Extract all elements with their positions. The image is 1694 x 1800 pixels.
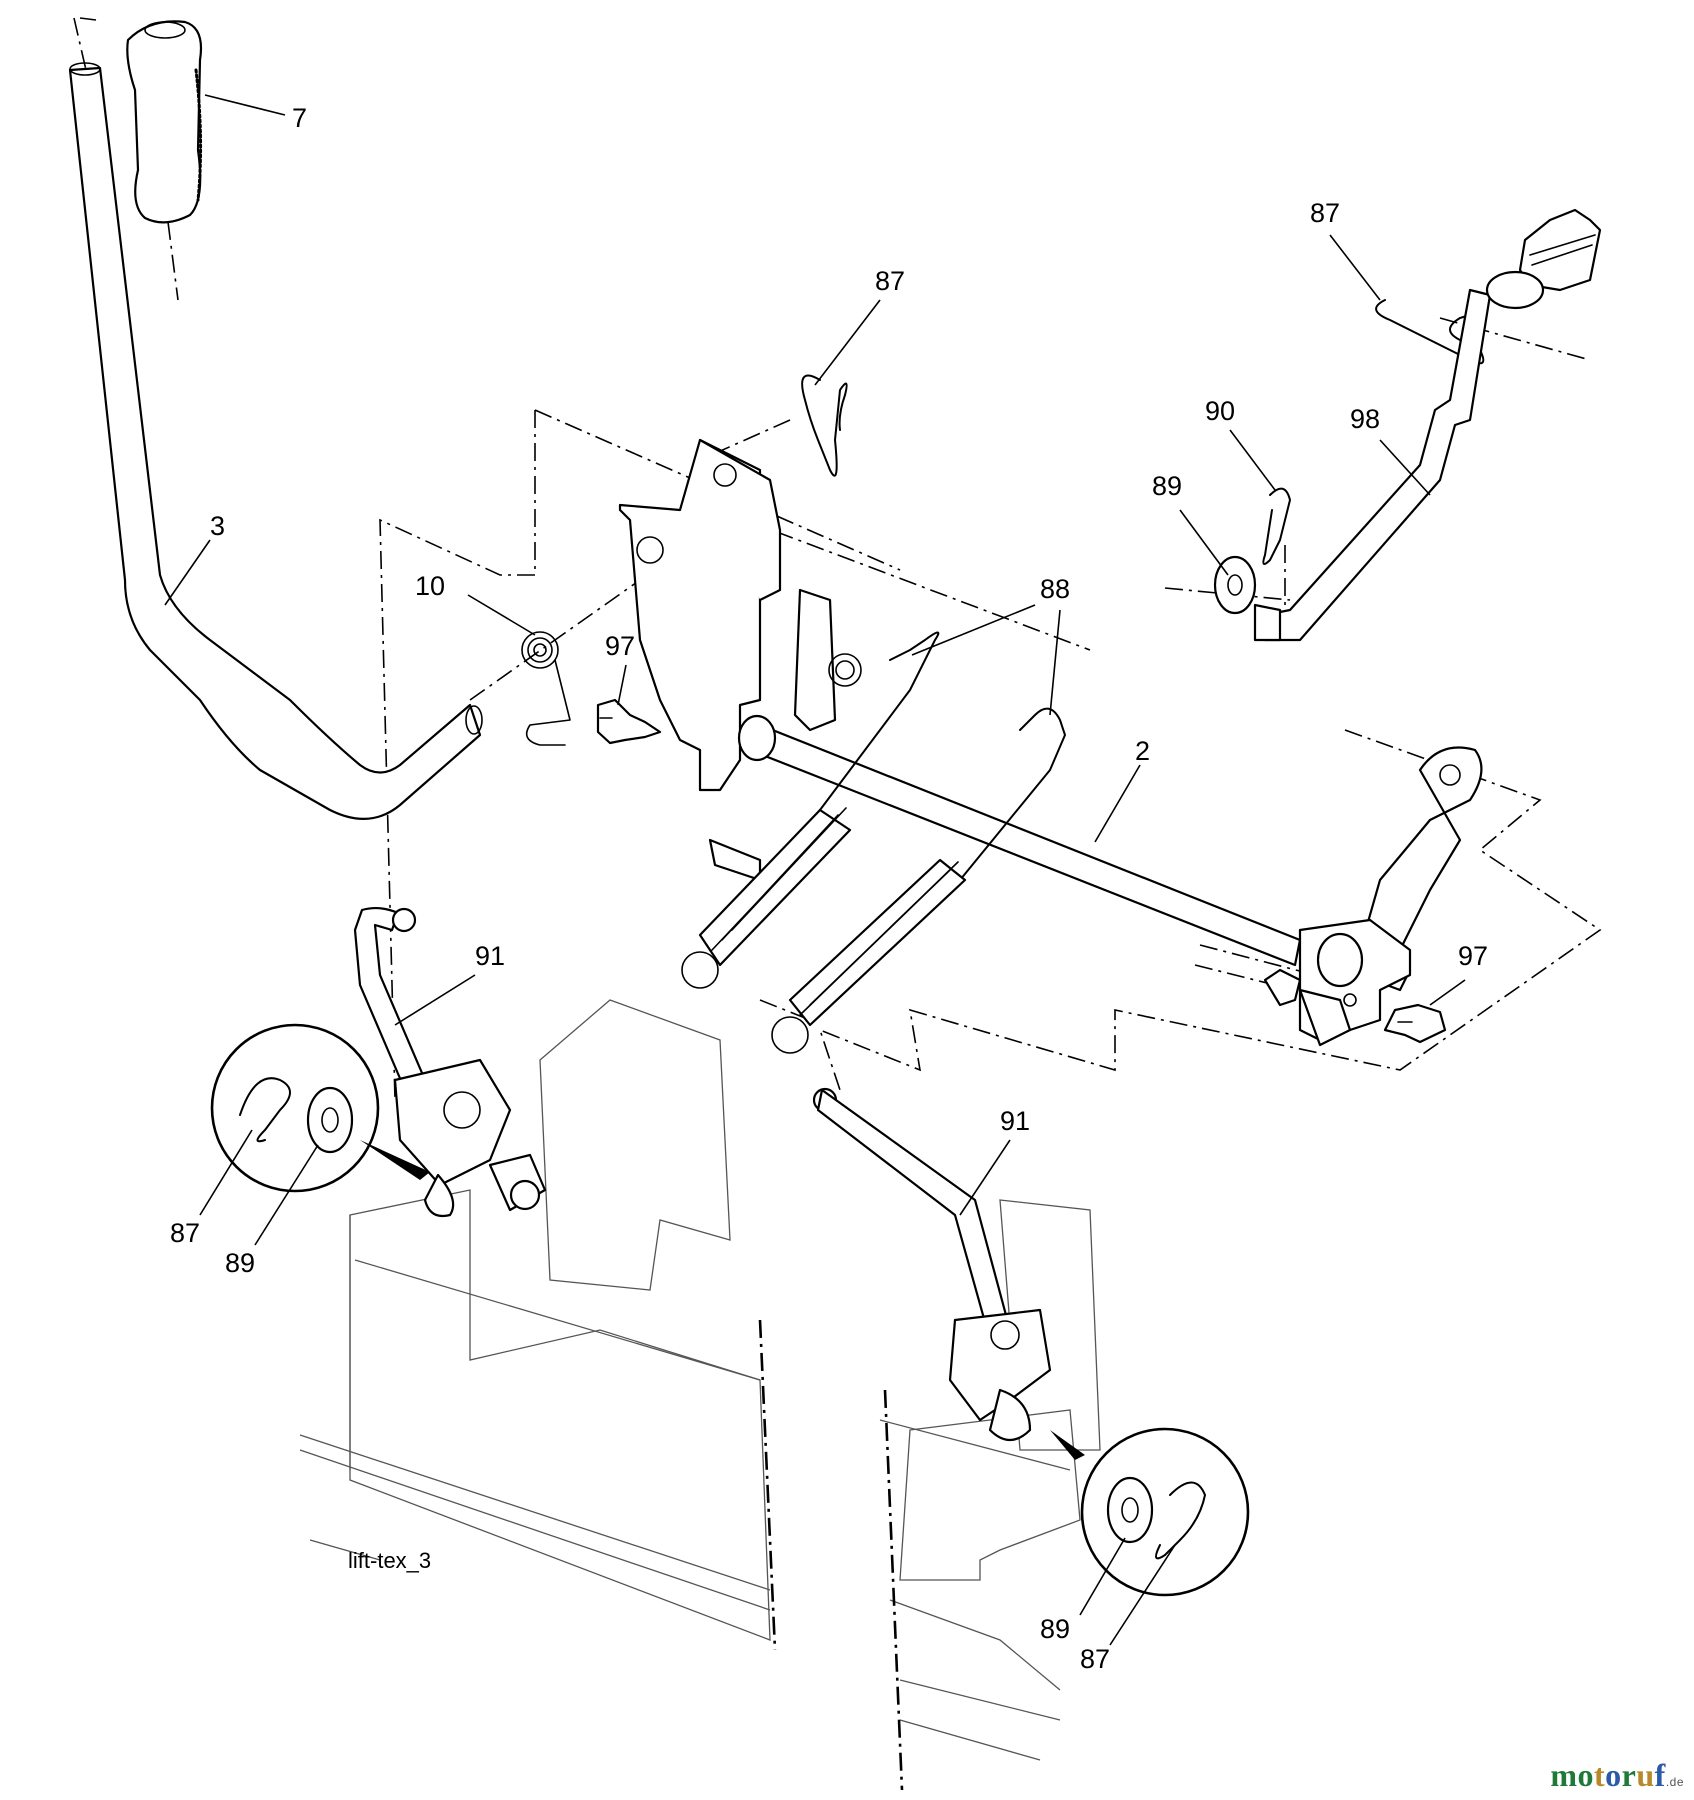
callout-88: 88 [1040,574,1070,604]
part-90-cotter-pin [1262,487,1291,565]
part-97-bolt-right [1383,1003,1447,1044]
part-3-lift-handle [68,62,483,820]
diagram-caption: lift-tex_3 [348,1548,431,1573]
center-bracket [618,438,862,882]
callout-91-left: 91 [475,941,505,971]
part-91-lift-link-right [812,1087,1052,1442]
part-2-cross-shaft [737,714,1302,967]
part-98-rod [1253,208,1602,642]
watermark-logo: motoruf.de [1550,1757,1684,1794]
callout-87-detail-left: 87 [170,1218,200,1248]
watermark-tld: .de [1665,1775,1684,1789]
detail-circle-right [1050,1427,1250,1597]
callout-98: 98 [1350,404,1380,434]
callout-2: 2 [1135,736,1150,766]
part-88-extension-springs [681,631,1066,1054]
watermark-letter: f [1654,1757,1666,1793]
callout-87-top-center: 87 [875,266,905,296]
part-87-clip-top-center [801,374,848,477]
part-91-lift-link-left [353,906,547,1218]
callout-3: 3 [210,511,225,541]
callout-89-detail-right: 89 [1040,1614,1070,1644]
deck-outline [299,999,1101,1791]
watermark-letter: o [1577,1757,1594,1793]
callout-91-right: 91 [1000,1106,1030,1136]
callout-97-right: 97 [1458,941,1488,971]
callout-89-detail-left: 89 [225,1248,255,1278]
callout-90: 90 [1205,396,1235,426]
detail-circle-left [210,1023,430,1193]
part-97-bolt-left [596,698,662,745]
part-7-handle-grip [126,20,203,224]
callout-10: 10 [415,571,445,601]
part-87-clip-top-right [1375,299,1485,365]
part-10-torsion-spring [521,631,571,746]
right-lift-arm [1263,746,1483,1047]
right-spring-coil [771,858,967,1054]
watermark-letter: t [1594,1757,1606,1793]
assembly-lines [73,17,1602,1101]
callout-97-left: 97 [605,631,635,661]
watermark-letter: m [1550,1757,1578,1793]
callout-87-detail-right: 87 [1080,1644,1110,1674]
watermark-letter: u [1636,1757,1655,1793]
callout-89-top: 89 [1152,471,1182,501]
watermark-letter: r [1621,1757,1637,1793]
watermark-letter: o [1605,1757,1622,1793]
left-spring-coil [681,807,852,989]
callout-7: 7 [292,103,307,133]
callout-87-top-right: 87 [1310,198,1340,228]
callouts: 7 3 87 87 90 98 89 10 97 88 2 97 91 91 8… [164,94,1488,1674]
